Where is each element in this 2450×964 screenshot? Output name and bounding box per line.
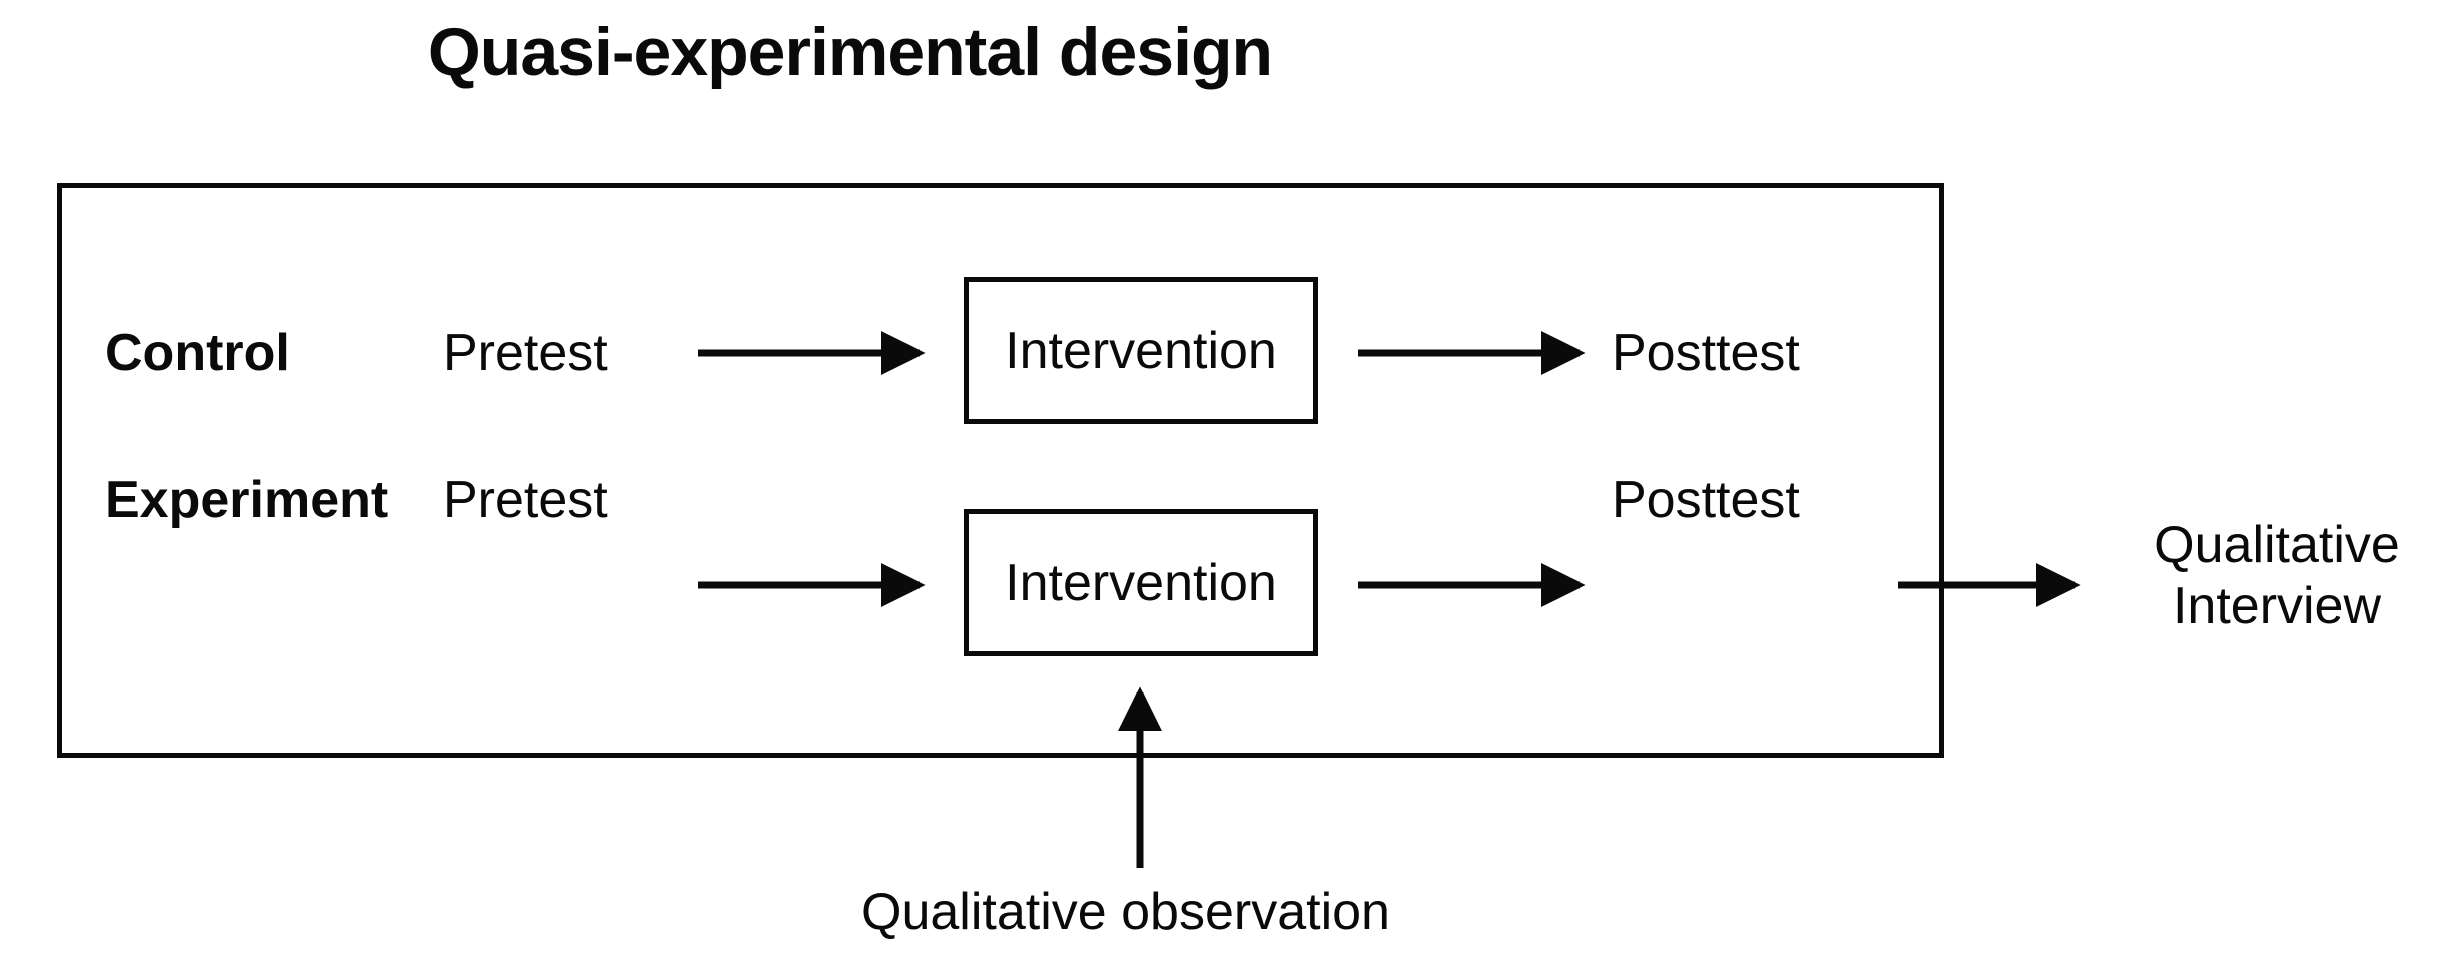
intervention-label-experiment: Intervention [1005,553,1277,612]
qualitative-interview-line1: Qualitative [2154,516,2400,574]
posttest-control: Posttest [1612,324,1800,382]
pretest-control: Pretest [443,324,608,382]
intervention-label-control: Intervention [1005,321,1277,380]
qualitative-interview-line2: Interview [2172,577,2382,636]
posttest-experiment: Posttest [1612,471,1800,529]
intervention-box-control: Intervention [964,277,1318,424]
intervention-box-experiment: Intervention [964,509,1318,656]
group-label-experiment: Experiment [105,471,389,529]
group-label-control: Control [105,324,290,382]
pretest-experiment: Pretest [443,471,608,529]
design-frame-box [57,183,1944,758]
qualitative-observation-label: Qualitative observation [861,883,1390,941]
page-title: Quasi-experimental design [427,14,1273,90]
